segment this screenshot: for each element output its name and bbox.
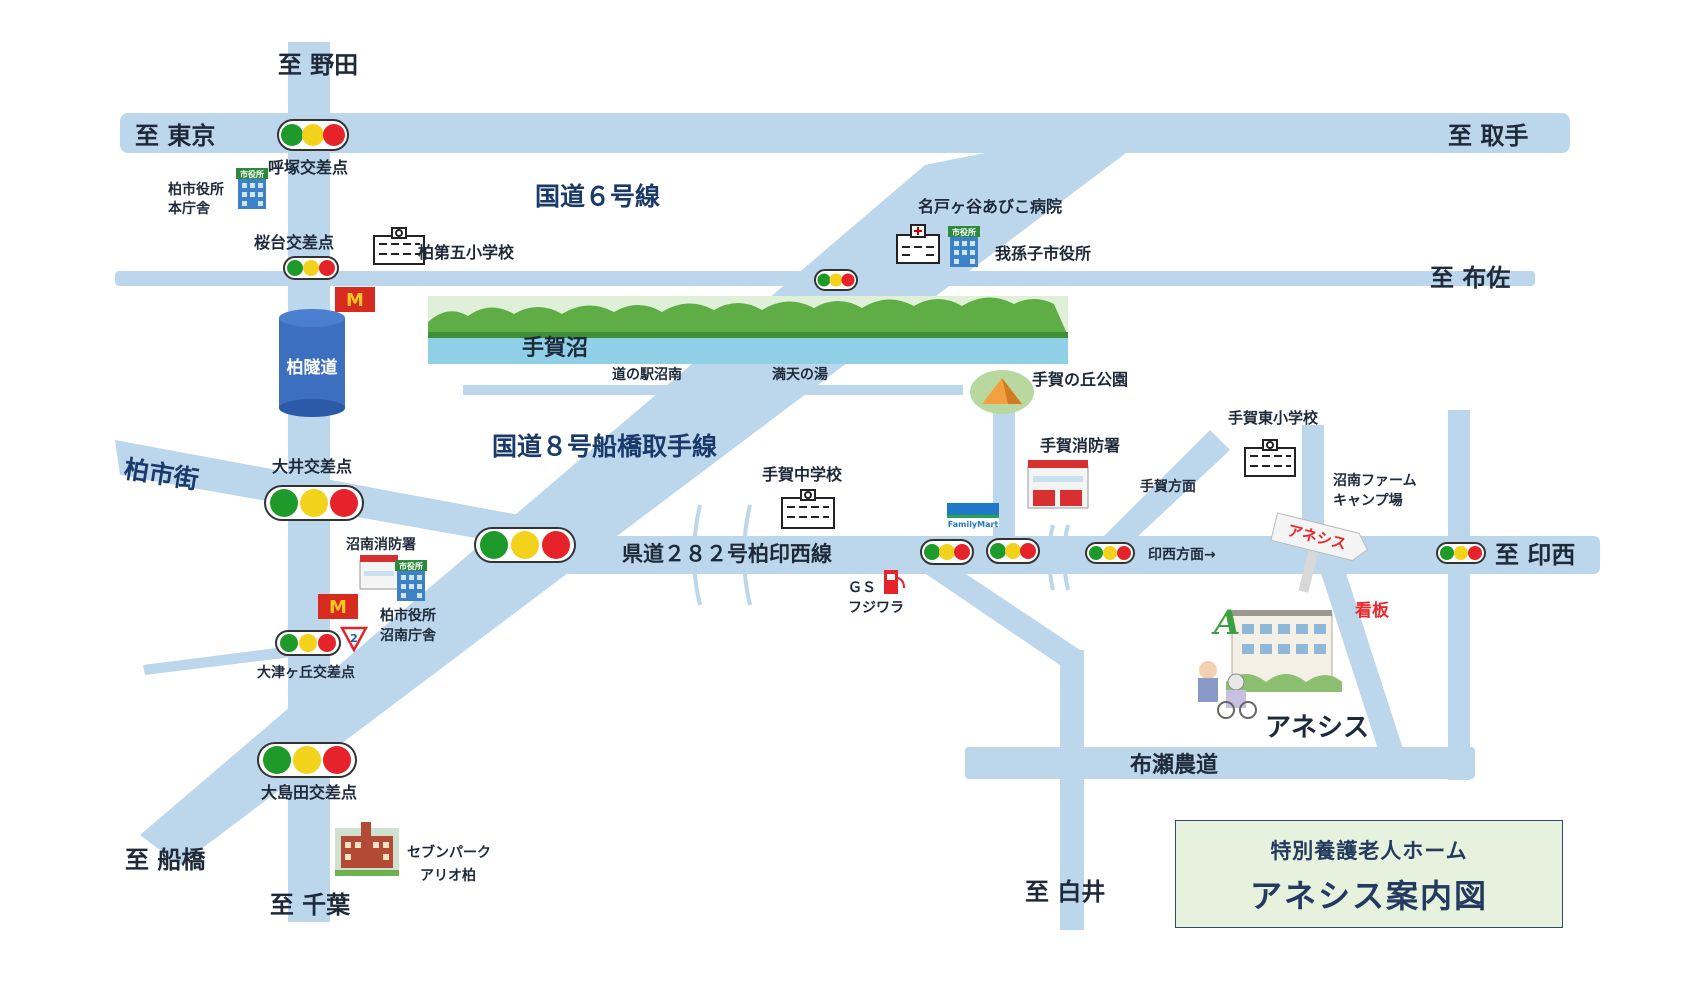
place-gas-station-1: ＧＳ — [848, 580, 876, 596]
bridge-marks — [692, 504, 1070, 606]
place-farm-camp-1: 沼南ファーム — [1333, 472, 1417, 489]
place-tega-direction: 手賀方面 — [1140, 478, 1196, 495]
familymart-icon: FamilyMart — [947, 503, 999, 529]
place-tega-higashi-school: 手賀東小学校 — [1228, 409, 1319, 427]
road-fuse-nodo — [965, 747, 1475, 779]
svg-text:市役所: 市役所 — [952, 227, 976, 237]
legend-title: アネシス案内図 — [1249, 877, 1488, 915]
road-otsu-branch — [143, 645, 300, 675]
place-seven-park-1: セブンパーク — [407, 844, 491, 861]
tega-fire-station-icon — [1027, 460, 1089, 509]
route-shield-icon: 2 — [339, 626, 369, 653]
road-sign-diagonal — [1320, 570, 1405, 755]
signal-ooi — [264, 485, 364, 521]
intersection-sakuradai: 桜台交差点 — [254, 233, 334, 252]
signal-familymart-east — [986, 538, 1040, 564]
signal-inzai-direction — [1085, 542, 1135, 564]
teganuma-lake — [428, 296, 1068, 364]
place-manten: 満天の湯 — [772, 366, 828, 383]
place-inzai-direction: 印西方面→ — [1148, 546, 1216, 563]
place-tega-fire: 手賀消防署 — [1040, 436, 1120, 455]
place-tega-junior-high: 手賀中学校 — [762, 465, 843, 484]
signal-ooshimada — [257, 742, 357, 778]
road-label-prefecture-282: 県道２８２号柏印西線 — [622, 542, 832, 566]
road-label-fuse-nodo: 布瀬農道 — [1130, 752, 1218, 778]
direction-tokyo: 至 東京 — [135, 122, 215, 150]
svg-text:M: M — [329, 597, 347, 618]
kashiwa-tunnel: 柏隧道 — [279, 309, 345, 417]
school-icon — [373, 227, 425, 265]
place-tega-park: 手賀の丘公園 — [1032, 370, 1128, 389]
shonan-fire-station-icon — [359, 555, 399, 590]
place-city-hall-main-1: 柏市役所 — [168, 181, 224, 198]
signal-yobizuka — [277, 119, 349, 151]
place-city-hall-main-2: 本庁舎 — [168, 200, 211, 217]
place-shonan-fire: 沼南消防署 — [346, 536, 416, 553]
signal-ootsugaoka — [275, 630, 341, 656]
svg-text:市役所: 市役所 — [240, 169, 264, 179]
kashiwa-tunnel-label: 柏隧道 — [287, 357, 338, 378]
road-right-vertical — [1448, 410, 1470, 780]
direction-funabashi: 至 船橋 — [125, 846, 206, 874]
road-top-horizontal — [120, 113, 1570, 153]
lake-label-teganuma: 手賀沼 — [522, 336, 588, 361]
shonan-city-hall-icon: 市役所 — [395, 560, 427, 601]
direction-fusa: 至 布佐 — [1430, 264, 1510, 292]
road-label-route8: 国道８号船橋取手線 — [492, 432, 717, 461]
map-legend: 特別養護老人ホーム アネシス案内図 — [1175, 820, 1563, 928]
road-tega-direction — [1090, 430, 1230, 555]
svg-text:A: A — [1211, 603, 1240, 643]
legend-subtitle: 特別養護老人ホーム — [1270, 839, 1468, 863]
svg-text:2: 2 — [350, 632, 358, 645]
svg-text:市役所: 市役所 — [399, 561, 423, 571]
road-teganuma-shore — [463, 385, 963, 395]
anesis-facility-icon: A — [1198, 603, 1342, 719]
direction-chiba: 至 千葉 — [270, 891, 351, 919]
direction-inzai: 至 印西 — [1495, 541, 1575, 569]
place-city-hall-shonan-2: 沼南庁舎 — [380, 627, 437, 644]
place-farm-camp-2: キャンプ場 — [1333, 492, 1403, 509]
signal-familymart-west — [920, 539, 974, 565]
road-farm-vertical — [1302, 425, 1324, 545]
signal-sakuradai — [283, 256, 339, 280]
svg-text:FamilyMart: FamilyMart — [948, 520, 999, 529]
place-seven-park-2: アリオ柏 — [420, 867, 476, 884]
intersection-yobizuka: 呼塚交差点 — [268, 158, 348, 177]
direction-shiroi: 至 白井 — [1025, 878, 1105, 906]
city-hall-main-icon: 市役所 — [236, 168, 268, 209]
road-tega-park-vertical — [993, 390, 1015, 540]
place-abiko-city-hall: 我孫子市役所 — [995, 244, 1091, 263]
hospital-icon — [896, 224, 940, 264]
intersection-ootsugaoka: 大津ヶ丘交差点 — [257, 664, 355, 681]
mcdonalds-icon-south: M — [318, 594, 358, 619]
place-anesis: アネシス — [1265, 713, 1369, 743]
svg-text:M: M — [346, 290, 364, 311]
road-label-route6: 国道６号線 — [535, 182, 660, 211]
direction-toride: 至 取手 — [1448, 122, 1528, 150]
tega-park-icon — [970, 370, 1034, 414]
seven-park-icon — [335, 822, 399, 876]
direction-noda: 至 野田 — [278, 51, 358, 79]
road-shiroi-branch — [920, 570, 1083, 665]
gas-pump-icon — [884, 570, 905, 594]
place-school5: 柏第五小学校 — [418, 243, 515, 262]
place-city-hall-shonan-1: 柏市役所 — [380, 607, 436, 624]
mcdonalds-icon-north: M — [335, 287, 375, 312]
signal-route8-282 — [474, 527, 576, 563]
tega-junior-high-icon — [781, 489, 835, 529]
tega-higashi-school-icon — [1244, 439, 1296, 477]
place-sign-label: 看板 — [1354, 600, 1390, 621]
signal-route6-fusa — [814, 269, 858, 291]
signal-inzai — [1436, 542, 1486, 564]
place-gas-station-2: フジワラ — [848, 600, 904, 616]
intersection-ooshimada: 大島田交差点 — [261, 783, 357, 802]
road-shiroi-vertical — [1060, 650, 1084, 930]
traffic-signals — [257, 119, 1486, 778]
abiko-city-hall-icon: 市役所 — [948, 226, 980, 267]
place-hospital: 名戸ヶ谷あびこ病院 — [918, 197, 1062, 216]
intersection-ooi: 大井交差点 — [272, 457, 352, 476]
place-michinoeki: 道の駅沼南 — [612, 366, 682, 383]
